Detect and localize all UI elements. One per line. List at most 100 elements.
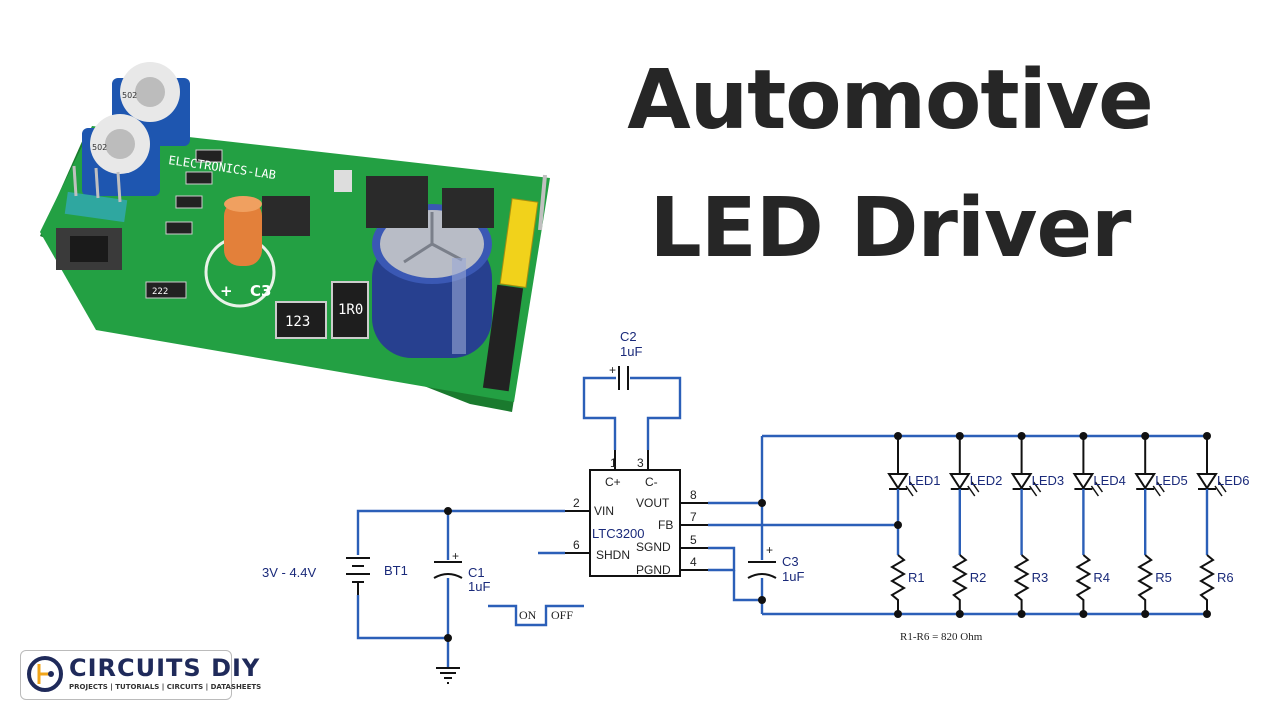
- header-yellow: [482, 174, 547, 392]
- pin-cminus: C-: [645, 475, 658, 489]
- title-line-1: Automotive: [627, 53, 1154, 148]
- c1-name: C1: [468, 565, 485, 580]
- resistor-symbol-5: [1137, 554, 1154, 614]
- junction-bottom-5: [1141, 610, 1150, 618]
- pin-shdn: SHDN: [596, 548, 630, 562]
- pot-marking-2: 502: [92, 143, 107, 152]
- led-label-5: LED5: [1155, 473, 1188, 488]
- c3-plus: +: [766, 543, 773, 557]
- led-symbol-5: [1134, 473, 1157, 490]
- board-ic: [262, 196, 310, 236]
- led-ray-a-1: [905, 485, 914, 497]
- output-circuit: + C3 1uF R1-R6 = 820 Ohm: [708, 434, 1208, 643]
- resistor-label-3: R3: [1032, 570, 1049, 585]
- logo-name: CIRCUITS DIY: [69, 654, 261, 682]
- resistor-label-4: R4: [1093, 570, 1110, 585]
- ic-name: LTC3200: [592, 526, 645, 541]
- battery-voltage: 3V - 4.4V: [262, 565, 317, 580]
- on-off-switch[interactable]: ON OFF: [488, 604, 584, 627]
- resistor-symbol-3: [1013, 554, 1030, 614]
- pin-sgnd: SGND: [636, 540, 671, 554]
- pin-cplus: C+: [605, 475, 621, 489]
- potentiometers: 502 502: [82, 62, 190, 196]
- led-ray-a-6: [1214, 485, 1223, 497]
- led-label-2: LED2: [970, 473, 1003, 488]
- pin-num-8: 8: [690, 488, 697, 502]
- header-teal: [64, 191, 128, 223]
- board-cap-label: C3: [250, 282, 271, 300]
- junction-fb: [894, 521, 902, 529]
- pin-vin: VIN: [594, 504, 614, 518]
- led-label-4: LED4: [1093, 473, 1126, 488]
- c1-value: 1uF: [468, 579, 490, 594]
- mosfet-2: [442, 188, 494, 228]
- resistor-label-2: R2: [970, 570, 987, 585]
- led-ray-a-2: [967, 485, 976, 497]
- pin-pgnd: PGND: [636, 563, 671, 577]
- svg-text:+: +: [220, 282, 233, 300]
- led-label-6: LED6: [1217, 473, 1250, 488]
- resistor-symbol-2: [951, 554, 968, 614]
- resistor-symbol-1: [890, 554, 906, 614]
- title-line-2: LED Driver: [649, 181, 1132, 276]
- junction-bottom-3: [1017, 610, 1026, 618]
- pin-num-6: 6: [573, 538, 580, 552]
- led-ray-a-5: [1152, 485, 1161, 497]
- circuits-diy-logo[interactable]: CIRCUITS DIY PROJECTS | TUTORIALS | CIRC…: [20, 650, 261, 700]
- c1-plus: +: [452, 549, 459, 563]
- led-ray-b-2: [971, 481, 980, 493]
- pin-num-1: 1: [610, 456, 617, 470]
- board-res-c: 222: [152, 287, 168, 297]
- led-ray-a-4: [1090, 485, 1100, 497]
- resistor-label-6: R6: [1217, 570, 1234, 585]
- led-label-3: LED3: [1032, 473, 1065, 488]
- switch-off-label: OFF: [551, 608, 573, 622]
- pin-num-3: 3: [637, 456, 644, 470]
- led-symbol-2: [948, 473, 971, 490]
- resistor-label-5: R5: [1155, 570, 1172, 585]
- pot-marking-1: 502: [122, 91, 137, 100]
- circuit-cd-icon: [27, 656, 63, 692]
- led-symbol-6: [1196, 473, 1218, 490]
- board-res-a: 123: [285, 314, 310, 330]
- resistor-note: R1-R6 = 820 Ohm: [900, 631, 983, 643]
- pin-num-7: 7: [690, 510, 697, 524]
- c2-value: 1uF: [620, 344, 642, 359]
- smd-resistors: 123 1R0 222: [145, 149, 369, 339]
- mosfet-1: [366, 176, 428, 228]
- c3-value: 1uF: [782, 569, 804, 584]
- input-circuit: BT1 3V - 4.4V + C1 1uF: [262, 507, 565, 684]
- ltc3200-ic: 1 3 C+ C- VIN VOUT LTC3200 FB SHDN SGND …: [538, 450, 708, 577]
- pin-num-5: 5: [690, 533, 697, 547]
- resistor-symbol-4: [1075, 554, 1092, 614]
- led-symbol-3: [1010, 473, 1033, 490]
- c3-name: C3: [782, 554, 799, 569]
- pin-num-4: 4: [690, 555, 697, 569]
- c2-capacitor: + C2 1uF: [582, 329, 682, 450]
- capacitor-orange: + C3: [204, 196, 276, 308]
- led-ray-b-3: [1032, 481, 1042, 493]
- led-ray-a-3: [1028, 485, 1038, 497]
- pin-num-2: 2: [573, 496, 580, 510]
- led-ray-b-5: [1156, 481, 1165, 493]
- pin-vout: VOUT: [636, 496, 670, 510]
- led-ray-b-4: [1094, 481, 1104, 493]
- resistor-symbol-6: [1199, 554, 1215, 614]
- junction-bottom-4: [1079, 610, 1088, 618]
- board-res-b: 1R0: [338, 302, 363, 318]
- c2-plus: +: [609, 363, 616, 377]
- led-ray-b-6: [1218, 481, 1227, 493]
- c2-name: C2: [620, 329, 637, 344]
- resistor-label-1: R1: [908, 570, 925, 585]
- led-symbol-1: [887, 473, 909, 490]
- led-symbol-4: [1072, 473, 1095, 490]
- led-label-1: LED1: [908, 473, 941, 488]
- pin-fb: FB: [658, 518, 673, 532]
- logo-tagline: PROJECTS | TUTORIALS | CIRCUITS | DATASH…: [69, 683, 262, 691]
- junction-bottom-2: [955, 610, 964, 618]
- switch-on-label: ON: [519, 608, 537, 622]
